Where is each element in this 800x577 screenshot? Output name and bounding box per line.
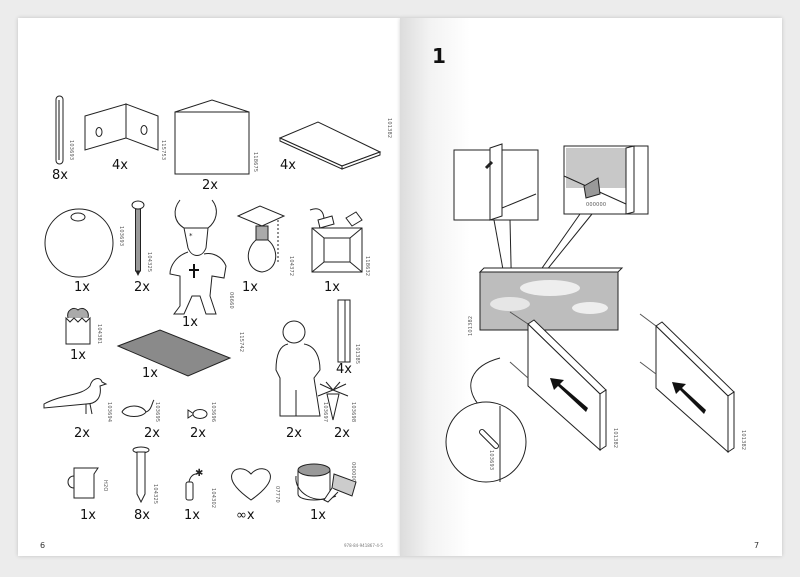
part-id: 104302 [210, 488, 216, 509]
part-id: 115753 [160, 140, 166, 161]
ball-icon [44, 208, 114, 278]
part-id: 104372 [288, 256, 294, 277]
part-qty: ∞x [236, 508, 255, 523]
part-qty: 1x [324, 280, 340, 295]
part-qty: 2x [134, 280, 150, 295]
paint-can-icon [295, 463, 357, 503]
assembly-diagram [445, 143, 735, 483]
step-number: 1 [432, 44, 446, 68]
palm-tree-icon [317, 381, 349, 421]
part-id: H2O [102, 480, 108, 492]
dowel-magnifier [445, 357, 527, 483]
part-id: 000000 [350, 462, 356, 483]
part-id: 115742 [238, 332, 244, 353]
part-qty: 4x [336, 362, 352, 377]
jug-icon [67, 467, 99, 499]
part-qty: 1x [74, 280, 90, 295]
screw-icon [131, 200, 145, 276]
part-qty: 8x [52, 168, 68, 183]
part-id: 101382 [612, 428, 618, 449]
part-qty: 1x [182, 315, 198, 330]
right-page: 1 [400, 18, 782, 556]
svg-text:*: * [189, 232, 193, 240]
part-id: 101385 [354, 344, 360, 365]
part-qty: 4x [112, 158, 128, 173]
part-id: 104381 [96, 324, 102, 345]
part-id: 104325 [146, 252, 152, 273]
part-id: 103695 [154, 402, 160, 423]
part-qty: 1x [142, 366, 158, 381]
board-a [509, 311, 607, 452]
part-id: 103693 [68, 140, 74, 161]
part-qty: 2x [286, 426, 302, 441]
mat-icon [116, 329, 232, 377]
part-id: 07770 [274, 486, 280, 503]
svg-text:✱: ✱ [195, 468, 203, 479]
part-id: 103696 [210, 402, 216, 423]
part-id: 101382 [740, 430, 746, 451]
isbn: 978-84-941867-4-5 [344, 543, 383, 548]
post-icon [337, 299, 351, 363]
panel-box-icon [174, 99, 250, 175]
man-icon [275, 320, 321, 417]
shelf-board-icon [278, 121, 382, 170]
page-number: 6 [40, 541, 46, 550]
part-qty: 1x [242, 280, 258, 295]
part-id: 103693 [118, 226, 124, 247]
dowel-pin-icon [55, 95, 64, 165]
part-id: 000000 [586, 202, 607, 208]
part-qty: 2x [190, 426, 206, 441]
part-qty: 2x [74, 426, 90, 441]
mouse-icon [121, 399, 155, 417]
horned-creature-icon: * [169, 199, 227, 315]
heart-icon [231, 468, 271, 501]
light-bulb-icon [236, 205, 286, 273]
part-qty: 4x [280, 158, 296, 173]
part-qty: 2x [144, 426, 160, 441]
dynamite-icon: ✱ [185, 468, 203, 501]
part-id: 118675 [252, 152, 258, 173]
part-id: 06660 [228, 292, 234, 309]
part-id: 104325 [152, 484, 158, 505]
part-qty: 2x [334, 426, 350, 441]
corner-bracket-icon [84, 103, 159, 151]
board-b [639, 313, 735, 454]
part-qty: 1x [310, 508, 326, 523]
bird-icon [43, 378, 108, 415]
paper-bag-icon [65, 307, 91, 345]
left-page: 103693 8x 115753 4x 118675 2x 101382 4x … [18, 18, 400, 556]
part-qty: 1x [70, 348, 86, 363]
fish-icon [187, 409, 208, 419]
part-id: 118632 [364, 256, 370, 277]
part-qty: 2x [202, 178, 218, 193]
part-qty: 1x [80, 508, 96, 523]
nail-icon [132, 446, 150, 504]
part-id: 103698 [350, 402, 356, 423]
paint-detail-callout [513, 145, 649, 309]
part-qty: 1x [184, 508, 200, 523]
page-number: 7 [754, 541, 760, 550]
part-id: 103694 [106, 402, 112, 423]
dowel-detail-callout [453, 143, 539, 309]
part-id: 103693 [488, 450, 494, 471]
part-qty: 8x [134, 508, 150, 523]
sky-panel [478, 267, 624, 331]
jerrycan-icon [309, 208, 363, 273]
part-id: 101382 [386, 118, 392, 139]
part-id: 101382 [468, 315, 474, 336]
